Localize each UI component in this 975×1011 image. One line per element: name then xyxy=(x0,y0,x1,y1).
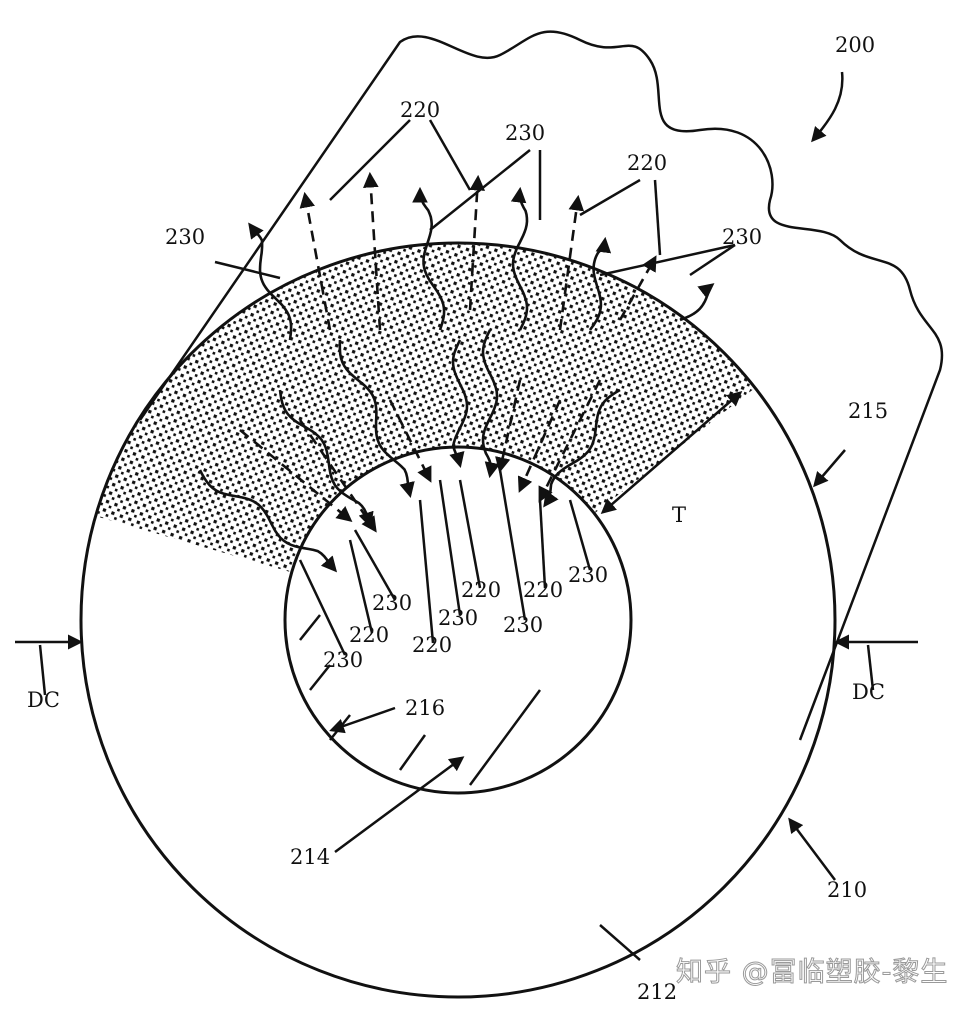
reference-label-220: 220 xyxy=(627,151,667,175)
dotted-band-215 xyxy=(95,242,756,573)
reference-label-212: 212 xyxy=(637,980,677,1004)
reference-label-230: 230 xyxy=(323,648,363,672)
leader-line xyxy=(428,119,472,191)
dashed-arrow-220 xyxy=(538,379,602,503)
wavy-arrow-230 xyxy=(679,283,715,322)
reference-label-220: 220 xyxy=(400,98,440,122)
leader-line xyxy=(866,644,875,691)
reference-label-220: 220 xyxy=(461,578,501,602)
hatch-line xyxy=(329,714,351,741)
leader-line xyxy=(429,149,531,231)
reference-label-214: 214 xyxy=(290,845,330,869)
reference-label-220: 220 xyxy=(349,623,389,647)
leader-212 xyxy=(599,924,641,961)
wavy-arrow-230 xyxy=(412,186,446,331)
leader-line xyxy=(653,179,662,256)
wavy-arrow-230 xyxy=(510,186,529,331)
wavy-arrow-230 xyxy=(248,222,293,341)
leader-line xyxy=(214,260,281,280)
leader-line xyxy=(298,559,347,656)
leader-line xyxy=(498,469,527,621)
dashed-arrow-220 xyxy=(468,174,486,311)
wavy-arrow-230 xyxy=(588,236,612,331)
leader-line xyxy=(689,243,736,277)
leader-line xyxy=(458,479,482,589)
leader-line xyxy=(353,529,397,601)
reference-label-210: 210 xyxy=(827,878,867,902)
watermark: 知乎 @冨临塑胶-黎生 xyxy=(675,957,949,989)
wavy-boundary-200 xyxy=(138,30,944,741)
dashed-arrow-220 xyxy=(618,255,657,321)
reference-label-215: 215 xyxy=(848,399,888,423)
dashed-arrow-220 xyxy=(517,399,562,493)
leader-line xyxy=(568,499,592,571)
reference-label-230: 230 xyxy=(503,613,543,637)
reference-label-200: 200 xyxy=(835,33,875,57)
arrow-210 xyxy=(788,817,836,881)
reference-label-T: T xyxy=(672,503,686,527)
leader-line xyxy=(538,499,547,589)
wavy-arrow-230 xyxy=(449,339,469,469)
arrow-200 xyxy=(811,71,844,143)
reference-label-230: 230 xyxy=(568,563,608,587)
dashed-arrow-220 xyxy=(239,428,353,522)
wavy-arrow-230 xyxy=(481,329,501,479)
wavy-arrow-230 xyxy=(278,389,374,528)
hatch-line xyxy=(468,689,542,786)
reference-label-230: 230 xyxy=(722,225,762,249)
reference-label-DC: DC xyxy=(27,688,60,712)
dashed-arrow-220 xyxy=(495,379,522,474)
leader-line xyxy=(38,644,47,696)
reference-label-220: 220 xyxy=(523,578,563,602)
dashed-arrow-220 xyxy=(388,399,432,483)
dashed-arrow-220 xyxy=(558,194,585,331)
dashed-arrow-220 xyxy=(363,171,382,331)
reference-label-216: 216 xyxy=(405,696,445,720)
leader-line xyxy=(599,243,736,277)
reference-label-DC: DC xyxy=(852,680,885,704)
dashed-arrow-220 xyxy=(299,191,332,331)
leader-line xyxy=(418,499,435,644)
leader-line xyxy=(579,178,641,217)
reference-label-230: 230 xyxy=(165,225,205,249)
inner-circle-216 xyxy=(283,445,633,795)
reference-label-230: 230 xyxy=(505,121,545,145)
hatch-line xyxy=(309,664,331,691)
reference-label-230: 230 xyxy=(372,591,412,615)
leader-line xyxy=(348,539,374,634)
wavy-arrow-230 xyxy=(198,469,338,573)
reference-label-220: 220 xyxy=(412,633,452,657)
wavy-arrow-230 xyxy=(338,339,415,499)
reference-label-230: 230 xyxy=(438,606,478,630)
annotation-arrows xyxy=(15,71,918,961)
arrow-214 xyxy=(334,756,465,854)
hatch-line xyxy=(299,614,321,641)
arrow-215 xyxy=(813,449,846,488)
leader-line xyxy=(438,479,462,616)
radiation-arrows xyxy=(198,171,715,573)
thickness-arrow-T xyxy=(600,391,743,514)
hatch-line xyxy=(398,734,427,771)
leader-line xyxy=(329,119,411,201)
